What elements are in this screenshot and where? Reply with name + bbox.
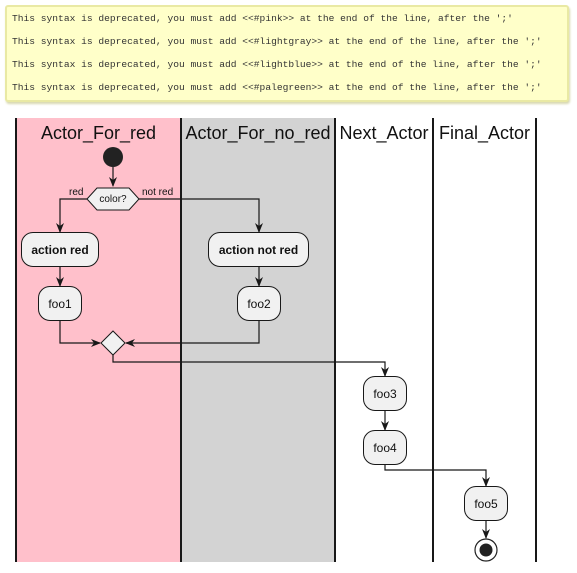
lane-title-actor-for-red: Actor_For_red [40, 123, 157, 143]
action-red-node: action red [21, 232, 99, 267]
edge-merge-to-foo3 [112, 355, 389, 377]
foo5-node: foo5 [464, 486, 508, 521]
edge-decision-to-action-red [56, 198, 87, 233]
edge-decision-to-action-not-red [139, 198, 263, 233]
warning-line: This syntax is deprecated, you must add … [12, 82, 542, 93]
edge-foo1-to-merge [59, 321, 101, 347]
edge-foo2-to-merge [125, 321, 260, 347]
stop-node-inner [479, 543, 493, 557]
lane-divider [432, 118, 434, 562]
lane-title-actor-for-no-red: Actor_For_no_red [185, 123, 331, 143]
branch-label-red: red [69, 187, 84, 198]
foo4-node: foo4 [363, 430, 407, 465]
decision-hexagon [86, 187, 140, 211]
lane-divider [180, 118, 182, 562]
foo2-node: foo2 [237, 286, 281, 321]
foo3-node: foo3 [363, 376, 407, 411]
foo1-node: foo1 [38, 286, 82, 321]
branch-label-not-red: not red [142, 187, 174, 198]
warning-line: This syntax is deprecated, you must add … [12, 13, 513, 24]
lane-title-next-actor: Next_Actor [339, 123, 429, 143]
start-node [103, 147, 123, 167]
lane-divider [15, 118, 17, 562]
deprecation-warning-note: This syntax is deprecated, you must add … [5, 5, 569, 102]
warning-line: This syntax is deprecated, you must add … [12, 36, 542, 47]
lane-title-final-actor: Final_Actor [438, 123, 531, 143]
decision-label: color? [99, 194, 127, 205]
lane-next-actor [335, 118, 433, 562]
lane-actor-for-no-red [181, 118, 335, 562]
edge-foo4-to-foo5 [384, 465, 490, 487]
merge-diamond [100, 330, 126, 356]
warning-line: This syntax is deprecated, you must add … [12, 59, 542, 70]
lane-divider [334, 118, 336, 562]
action-not-red-node: action not red [208, 232, 309, 267]
lane-divider [535, 118, 537, 562]
